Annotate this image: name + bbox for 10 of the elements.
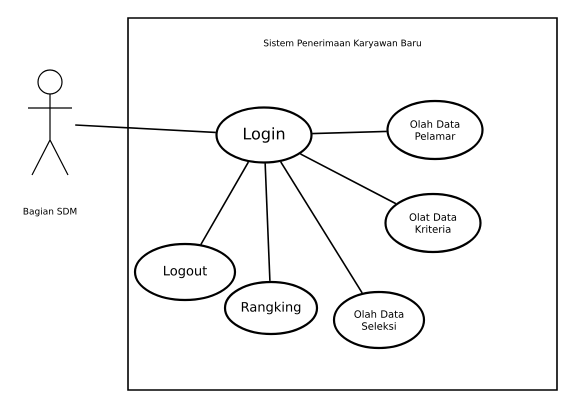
actor-figure [27,69,73,176]
association-line [75,124,216,134]
association-line [200,162,250,245]
system-boundary [127,17,558,391]
association-line [312,130,386,134]
system-title: Sistem Penerimaan Karyawan Baru [264,39,421,48]
association-line [280,161,363,294]
association-line [300,153,396,204]
association-line [264,164,271,281]
actor-label: Bagian SDM [24,208,76,216]
